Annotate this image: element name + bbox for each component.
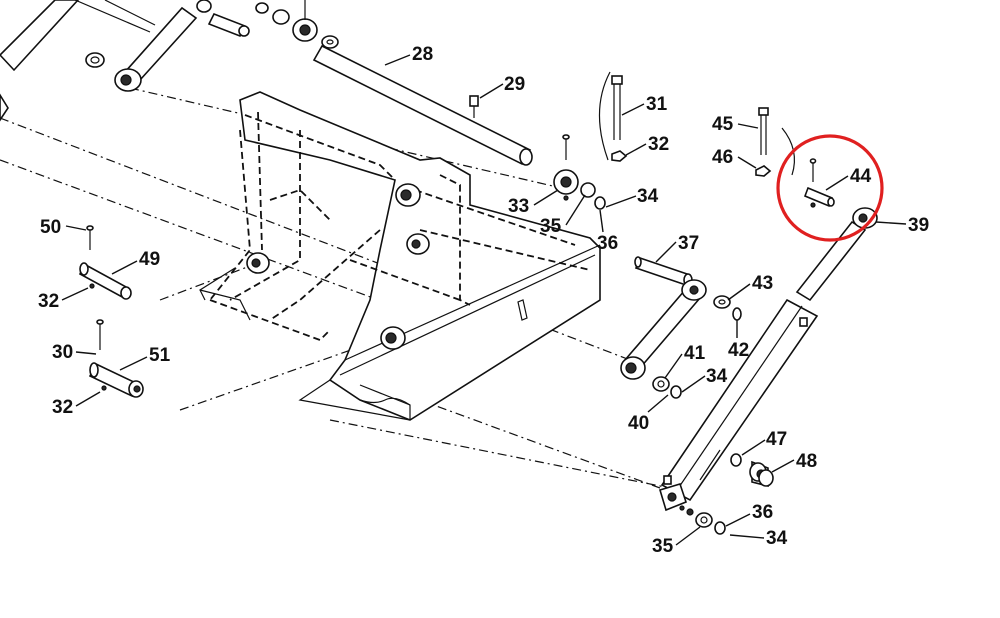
part-label-l47: 47 [766,429,787,450]
part-label-l32a: 32 [648,134,669,155]
part-label-l36b: 36 [752,502,773,523]
part-label-l45: 45 [712,114,734,135]
part-label-l34c: 34 [766,528,788,549]
part-label-l49: 49 [139,249,160,270]
part-label-l42: 42 [728,340,749,361]
hydraulic-cylinder-39 [659,207,878,512]
part-label-l43: 43 [752,273,773,294]
part-label-l32b: 32 [38,291,59,312]
long-pin-28 [312,44,533,166]
highlight-circle [776,134,884,242]
part-label-l30: 30 [52,342,73,363]
part-label-l41: 41 [684,343,706,364]
pin-33-assembly [553,134,606,210]
pin-51-assembly [88,319,144,398]
part-label-l29: 29 [504,74,525,95]
upper-left-arm [0,0,198,122]
part-label-l35a: 35 [540,216,562,237]
part-label-l34b: 34 [706,366,728,387]
part-label-l31: 31 [646,94,668,115]
pin-44 [803,158,835,208]
leader-lines [61,54,907,546]
top-pin-row [196,0,339,49]
part-label-l39: 39 [908,215,929,236]
part-label-l44: 44 [850,166,872,187]
part-label-l40: 40 [628,413,649,434]
part-label-l28: 28 [412,44,433,65]
part-label-l35b: 35 [652,536,674,557]
part-label-l51: 51 [149,345,171,366]
seal-47-bushing-48 [730,453,774,488]
part-label-l46: 46 [712,147,733,168]
part-label-l48: 48 [796,451,817,472]
cylinder-base-washers [679,505,726,535]
link-arm-assembly [620,256,742,399]
part-label-l37: 37 [678,233,699,254]
pin-49-assembly [78,225,132,300]
part-label-l36a: 36 [597,233,618,254]
grease-fitting-29 [469,95,479,118]
bolt-31-nut-32 [598,71,628,162]
part-label-l34a: 34 [637,186,659,207]
part-label-l50: 50 [40,217,61,238]
part-label-l32c: 32 [52,397,73,418]
main-frame [199,91,601,421]
bolt-45-nut-46 [755,107,795,177]
part-label-l33: 33 [508,196,529,217]
